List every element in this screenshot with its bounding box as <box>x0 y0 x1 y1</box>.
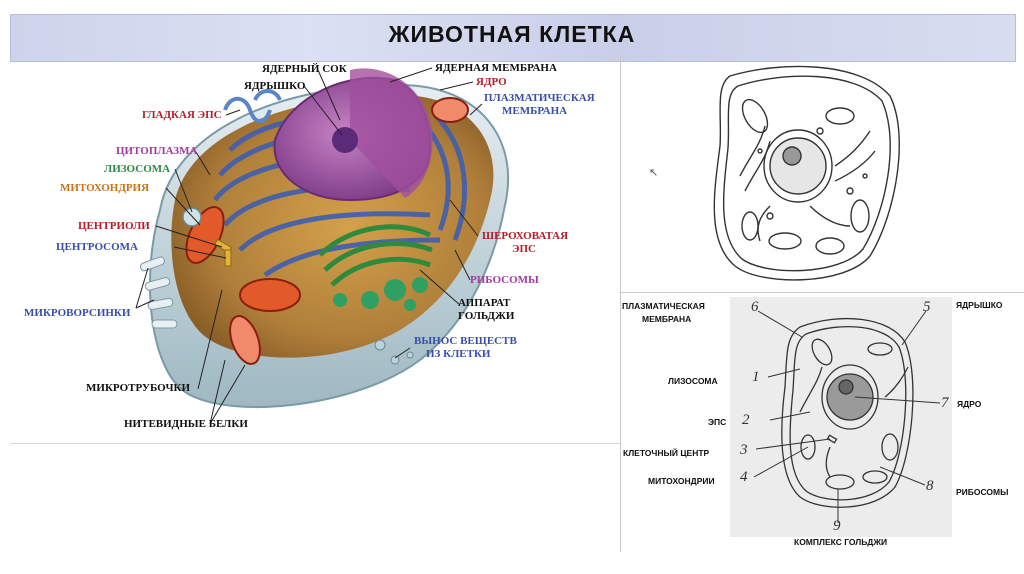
label-plasma-membrane-line2-right: МЕМБРАНА <box>642 314 691 324</box>
label-lysosome-right: ЛИЗОСОМА <box>668 376 718 386</box>
label-golgi-line2: ГОЛЬДЖИ <box>458 310 514 322</box>
label-nucleus-right: ЯДРО <box>957 399 981 409</box>
label-plasma-membrane-line1-right: ПЛАЗМАТИЧЕСКАЯ <box>622 301 705 311</box>
label-mitochondria: МИТОХОНДРИЯ <box>60 182 149 194</box>
label-centrosome: ЦЕНТРОСОМА <box>56 241 138 253</box>
number-6: 6 <box>751 299 759 316</box>
label-rough-er-line1: ШЕРОХОВАТАЯ <box>482 230 568 242</box>
label-export-line1: ВЫНОС ВЕЩЕСТВ <box>414 335 517 347</box>
label-cytoplasm: ЦИТОПЛАЗМА <box>116 145 197 157</box>
label-smooth-er: ГЛАДКАЯ ЭПС <box>142 109 222 121</box>
label-microtubules: МИКРОТРУБОЧКИ <box>86 382 190 394</box>
label-ribosomes-right: РИБОСОМЫ <box>956 487 1008 497</box>
label-er-right: ЭПС <box>708 417 726 427</box>
label-nucleolus: ЯДРЫШКО <box>244 80 305 92</box>
panel-divider-right-middle <box>620 292 1024 293</box>
number-3: 3 <box>740 442 748 459</box>
label-ribosomes: РИБОСОМЫ <box>470 274 539 286</box>
number-1: 1 <box>752 369 760 386</box>
label-rough-er-line2: ЭПС <box>512 243 536 255</box>
label-nucleus: ЯДРО <box>476 76 507 88</box>
cursor-icon: ↖ <box>649 166 658 179</box>
label-cell-center-right: КЛЕТОЧНЫЙ ЦЕНТР <box>623 448 709 458</box>
label-golgi-right: КОМПЛЕКС ГОЛЬДЖИ <box>794 537 887 547</box>
cell-line-drawing-top <box>620 56 1024 292</box>
label-golgi-line1: АППАРАТ <box>458 297 510 309</box>
label-plasma-membrane-line1: ПЛАЗМАТИЧЕСКАЯ <box>484 92 595 104</box>
number-9: 9 <box>833 518 841 535</box>
page-title: ЖИВОТНАЯ КЛЕТКА <box>0 21 1024 48</box>
label-microvilli: МИКРОВОРСИНКИ <box>24 307 130 319</box>
cell-line-drawing-numbered <box>730 297 952 537</box>
label-nuclear-membrane: ЯДЕРНАЯ МЕМБРАНА <box>435 62 557 74</box>
label-filaments: НИТЕВИДНЫЕ БЕЛКИ <box>124 418 248 430</box>
number-5: 5 <box>923 299 931 316</box>
number-8: 8 <box>926 478 934 495</box>
number-2: 2 <box>742 412 750 429</box>
label-centrioles: ЦЕНТРИОЛИ <box>78 220 150 232</box>
label-nucleolus-right: ЯДРЫШКО <box>956 300 1003 310</box>
label-lysosome: ЛИЗОСОМА <box>104 163 170 175</box>
label-mitochondria-right: МИТОХОНДРИИ <box>648 476 715 486</box>
label-plasma-membrane-line2: МЕМБРАНА <box>502 105 567 117</box>
number-4: 4 <box>740 469 748 486</box>
number-7: 7 <box>941 395 949 412</box>
label-export-line2: ИЗ КЛЕТКИ <box>426 348 491 360</box>
label-nuclear-sap: ЯДЕРНЫЙ СОК <box>262 63 347 75</box>
